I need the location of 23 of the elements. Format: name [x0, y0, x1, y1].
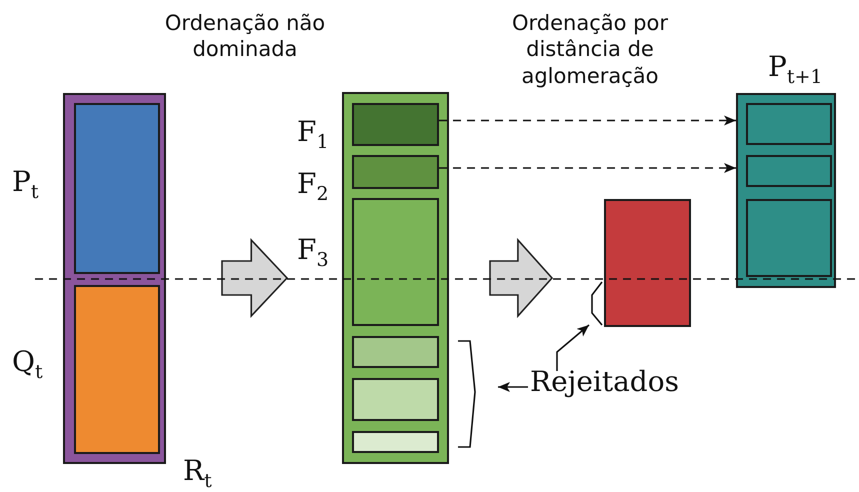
rejected-block	[604, 199, 691, 327]
block-arrow	[489, 238, 554, 318]
step-title: Ordenação não dominada	[164, 10, 326, 62]
segment-box	[352, 336, 439, 368]
step-title: Ordenação por distância de aglomeração	[511, 10, 669, 89]
segment-box	[352, 431, 439, 453]
set-label: Q$_{t}$	[12, 348, 43, 382]
set-label: P$_{t+1}$	[768, 53, 822, 87]
set-label: P$_{t}$	[12, 168, 38, 202]
set-label: F$_{3}$	[297, 236, 329, 270]
segment-box	[746, 155, 832, 187]
block-arrow	[221, 238, 288, 318]
set-label: R$_{t}$	[183, 457, 212, 491]
segment-box	[746, 103, 832, 145]
set-label: F$_{2}$	[297, 170, 329, 204]
set-label: F$_{1}$	[297, 118, 329, 152]
dashed-arrow	[439, 116, 736, 126]
arrow	[556, 324, 590, 371]
segment-box	[746, 199, 832, 277]
rejected-label: Rejeitados	[530, 368, 679, 396]
arrow	[498, 382, 528, 392]
dashed-arrow	[439, 163, 736, 173]
segment-box	[352, 378, 439, 421]
